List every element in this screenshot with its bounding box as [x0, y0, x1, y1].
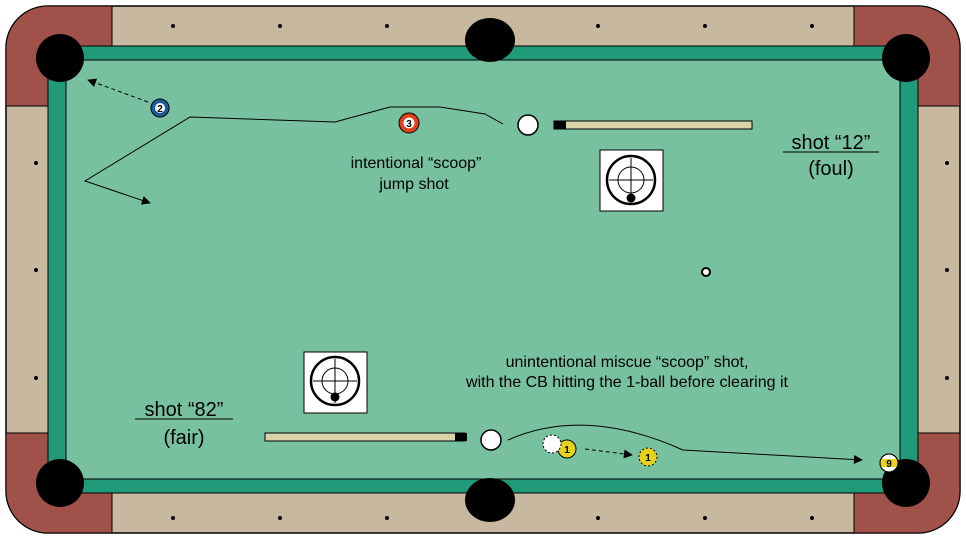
- cue-stick-bottom: [265, 433, 467, 441]
- cue-tip-target-bottom: [304, 352, 367, 413]
- ball-1-final: 1: [639, 448, 657, 466]
- ball-2: 2: [151, 99, 169, 117]
- svg-text:9: 9: [886, 459, 892, 470]
- foul-shot-subtitle: (foul): [808, 158, 854, 180]
- jump-shot-label-line1: intentional “scoop”: [351, 155, 482, 172]
- diamond: [171, 516, 175, 520]
- diamond: [34, 268, 38, 272]
- diamond: [596, 516, 600, 520]
- diamond: [703, 516, 707, 520]
- diamond: [810, 516, 814, 520]
- svg-text:1: 1: [564, 445, 570, 456]
- svg-text:1: 1: [645, 453, 651, 464]
- diamond: [596, 24, 600, 28]
- cue-ball-top: [518, 115, 538, 135]
- diamond: [703, 24, 707, 28]
- diamond: [385, 516, 389, 520]
- jump-shot-label-line2: jump shot: [378, 176, 449, 193]
- cue-tip-target-top: [600, 150, 663, 211]
- foul-shot-title: shot “12”: [792, 132, 871, 154]
- diamond: [171, 24, 175, 28]
- cue-stick-top: [554, 121, 752, 129]
- pocket-top-middle: [465, 18, 515, 62]
- pocket-bottom-left: [36, 459, 84, 507]
- diamond: [945, 161, 949, 165]
- diamond: [385, 24, 389, 28]
- pocket-top-right: [882, 34, 930, 82]
- svg-text:2: 2: [157, 104, 163, 115]
- pocket-bottom-middle: [465, 478, 515, 522]
- ball-9: 9: [880, 454, 898, 472]
- miscue-label-line2: with the CB hitting the 1-ball before cl…: [465, 374, 789, 391]
- ball-3: 3: [399, 113, 419, 133]
- diamond: [34, 376, 38, 380]
- spot-marker: [702, 268, 710, 276]
- diamond: [810, 24, 814, 28]
- diamond: [945, 268, 949, 272]
- pocket-top-left: [36, 34, 84, 82]
- diamond: [945, 376, 949, 380]
- svg-text:3: 3: [406, 119, 412, 130]
- fair-shot-title: shot “82”: [145, 399, 224, 421]
- miscue-label-line1: unintentional miscue “scoop” shot,: [506, 354, 749, 371]
- fair-shot-subtitle: (fair): [163, 427, 204, 449]
- ghost-cue-ball: [543, 435, 561, 453]
- diamond: [278, 516, 282, 520]
- cue-ball-bottom: [481, 430, 501, 450]
- diamond: [34, 161, 38, 165]
- diamond: [278, 24, 282, 28]
